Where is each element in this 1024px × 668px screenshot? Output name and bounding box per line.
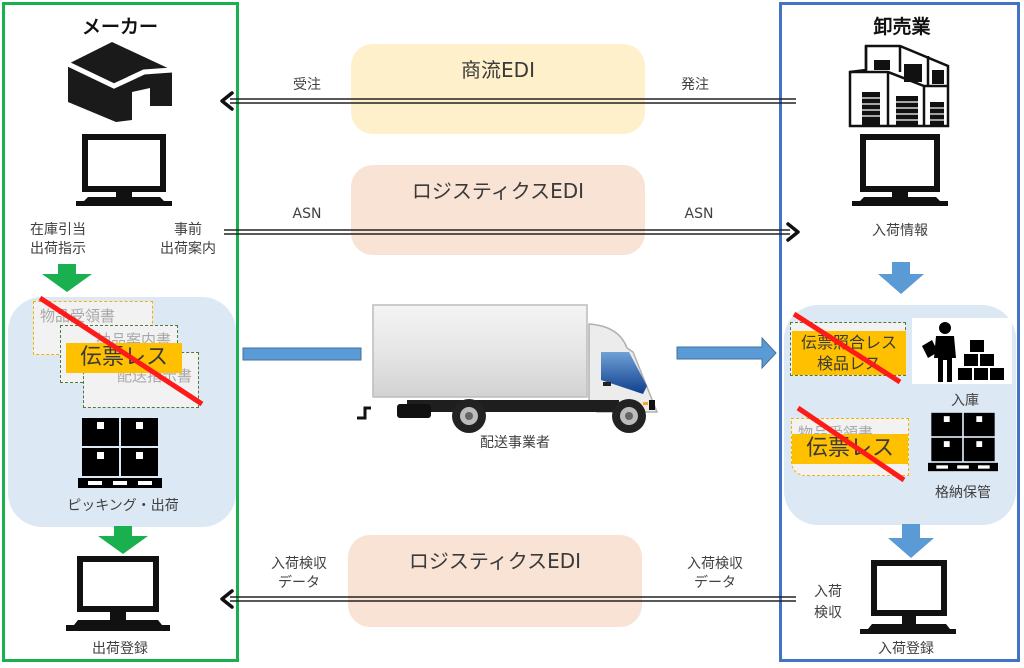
slipless-badge: 伝票レス: [66, 343, 182, 373]
inspection-data-left-label: 入荷検収 データ: [254, 555, 344, 593]
advance-label-line2: 出荷案内: [160, 241, 216, 257]
shipping-register-label: 出荷登録: [92, 641, 148, 657]
down-arrow-icon: [42, 264, 92, 292]
asn-right-label: ASN: [684, 206, 714, 222]
down-arrow-icon: [888, 524, 934, 558]
inspection-label-line2: 検収: [814, 605, 842, 621]
delivery-flow-arrow-right: [676, 336, 777, 370]
inventory-allocation-label: 在庫引当 出荷指示: [18, 221, 98, 259]
check-less-badge-line1: 伝票照合レス: [800, 333, 897, 352]
arrival-register-label: 入荷登録: [878, 641, 934, 657]
computer-icon: [852, 134, 948, 206]
warehouse-icon: [848, 44, 950, 128]
inspection-label: 入荷 検収: [808, 582, 848, 624]
wholesaler-title: 卸売業: [873, 16, 931, 38]
logistics-edi-asn-title: ロジスティクスEDI: [411, 179, 585, 203]
carrier-label: 配送事業者: [480, 435, 550, 451]
inspection-label-line1: 入荷: [814, 584, 842, 600]
slipless-badge: 伝票レス: [792, 434, 908, 464]
storage-label: 格納保管: [935, 485, 991, 501]
logistics-edi-inspection-box: ロジスティクスEDI: [348, 535, 642, 627]
inspection-data-left-line1: 入荷検収: [271, 556, 327, 572]
inspection-data-right-line1: 入荷検収: [687, 556, 743, 572]
inspection-data-left-line2: データ: [278, 575, 320, 591]
worker-with-boxes-icon: [912, 318, 1012, 384]
inspection-data-right-label: 入荷検収 データ: [670, 555, 760, 593]
arrival-info-label: 入荷情報: [872, 223, 928, 239]
commercial-edi-box: 商流EDI: [351, 44, 645, 134]
inventory-label-line1: 在庫引当: [30, 222, 86, 238]
inventory-label-line2: 出荷指示: [30, 241, 86, 257]
delivery-flow-bar-left: [242, 347, 362, 361]
advance-shipping-label: 事前 出荷案内: [146, 221, 230, 259]
down-arrow-icon: [878, 262, 924, 294]
maker-panel: [2, 2, 239, 662]
strike-through-line: [796, 405, 906, 483]
order-received-label: 受注: [293, 77, 321, 93]
truck-icon: [357, 304, 659, 433]
strike-through-line: [792, 311, 902, 385]
asn-arrow: [224, 222, 800, 242]
computer-icon: [66, 556, 170, 631]
warehousing-label: 入庫: [951, 393, 979, 409]
wholesaler-panel: [779, 2, 1020, 662]
pallet-boxes-icon: [78, 418, 162, 488]
factory-icon: [66, 42, 173, 122]
inspection-data-right-line2: データ: [694, 575, 736, 591]
computer-icon: [76, 134, 172, 206]
computer-icon: [860, 560, 956, 634]
inspection-data-arrow: [220, 589, 796, 609]
advance-label-line1: 事前: [174, 222, 202, 238]
check-less-badge: 伝票照合レス 検品レス: [792, 331, 906, 375]
maker-title: メーカー: [81, 16, 158, 38]
commercial-edi-title: 商流EDI: [461, 58, 535, 82]
logistics-edi-asn-box: ロジスティクスEDI: [351, 165, 645, 255]
pallet-boxes-icon: [928, 412, 998, 472]
picking-shipping-label: ピッキング・出荷: [67, 498, 179, 514]
commercial-edi-arrow: [220, 91, 796, 111]
down-arrow-icon: [98, 526, 148, 554]
order-placed-label: 発注: [681, 77, 709, 93]
strike-through-line: [38, 295, 204, 407]
asn-left-label: ASN: [292, 206, 322, 222]
logistics-edi-inspection-title: ロジスティクスEDI: [408, 549, 582, 573]
